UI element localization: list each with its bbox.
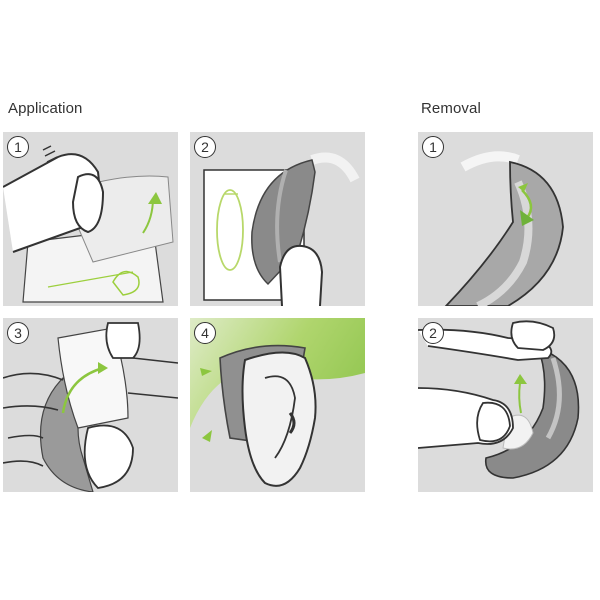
removal-step-1-panel: 1 [418, 132, 593, 306]
application-step-1-panel: 1 [3, 132, 178, 306]
step-number-badge: 4 [194, 322, 216, 344]
attach-device-illustration [203, 152, 360, 306]
application-step-2-panel: 2 [190, 132, 365, 306]
lift-strip-illustration [444, 151, 564, 306]
peel-strip-illustration [3, 145, 174, 303]
place-behind-ear-illustration [190, 318, 365, 487]
application-title: Application [8, 100, 83, 117]
step-number-badge: 1 [7, 136, 29, 158]
step-number-badge: 2 [194, 136, 216, 158]
step-number-badge: 3 [7, 322, 29, 344]
step-number-badge: 2 [422, 322, 444, 344]
removal-step-2-panel: 2 [418, 318, 593, 492]
pinch-peel-illustration [418, 320, 580, 479]
application-step-4-panel: 4 [190, 318, 365, 492]
application-step-3-panel: 3 [3, 318, 178, 492]
step-number-badge: 1 [422, 136, 444, 158]
peel-liner-illustration [3, 322, 178, 492]
removal-title: Removal [421, 100, 481, 117]
